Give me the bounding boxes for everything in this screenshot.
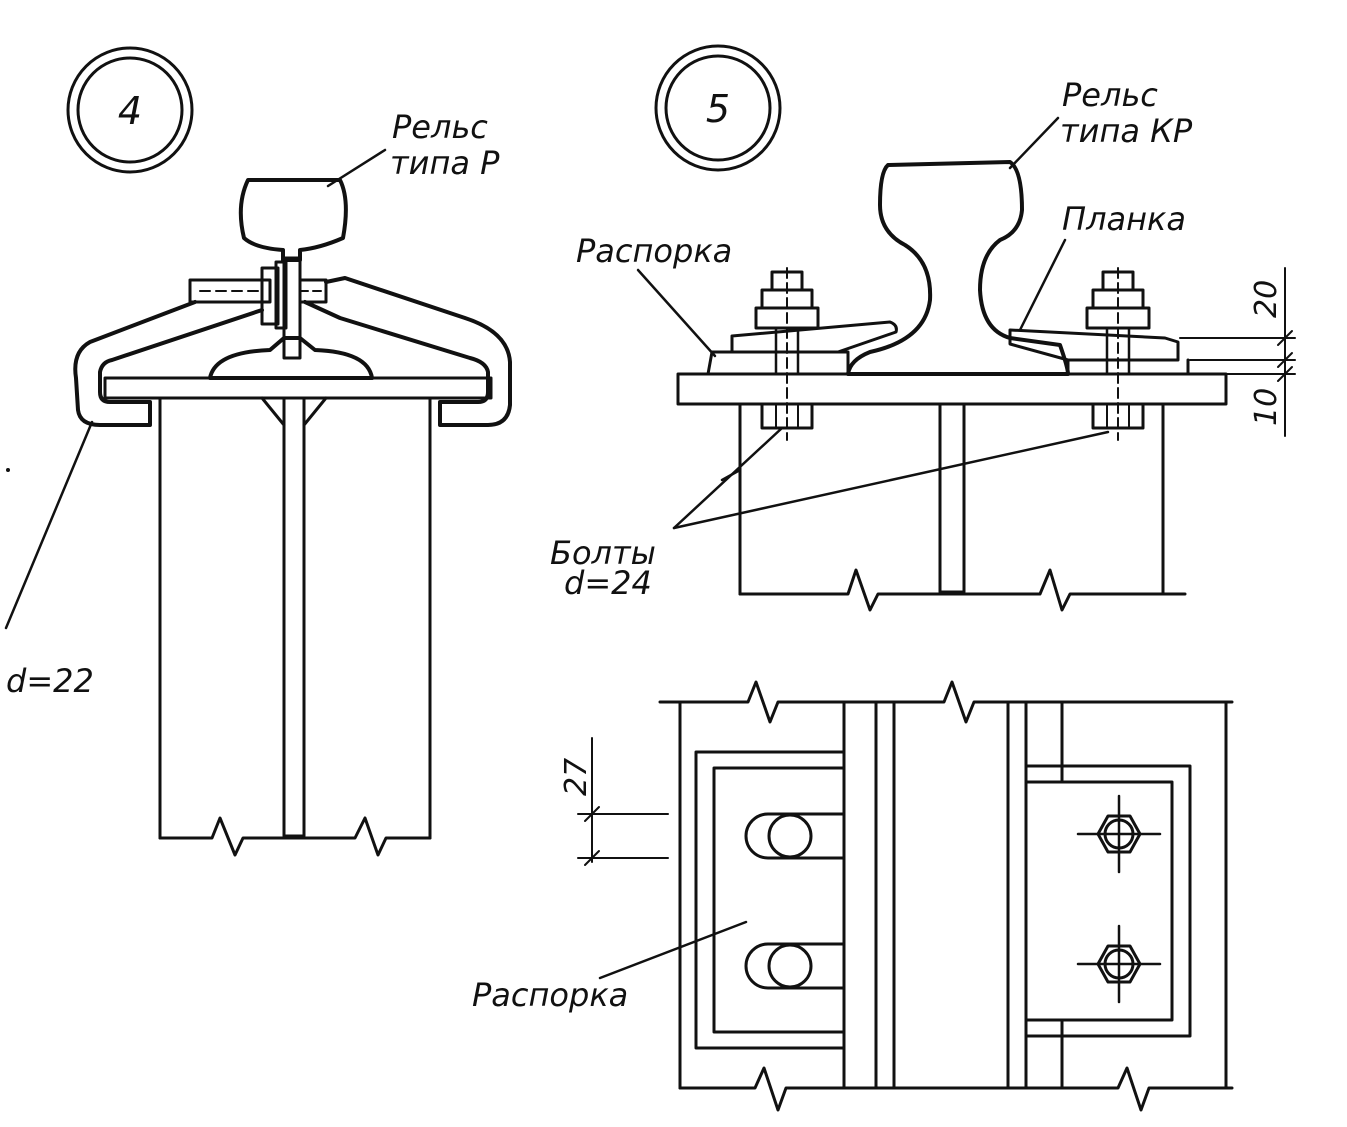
detail-5-dimensions: 20 10: [1179, 267, 1296, 437]
detail-5-plate-label: Планка: [1018, 200, 1186, 332]
detail-5-bolts-label: Болты d=24: [550, 426, 1110, 602]
spacer-label-plan: Распорка: [472, 976, 628, 1014]
rail-type-kr-label-2: типа КР: [1060, 112, 1193, 150]
kr-column: [738, 402, 1187, 612]
bolts-label-1: Болты: [550, 534, 656, 572]
kr-flange-plate: [676, 372, 1228, 406]
plan-spacer-inner: [712, 766, 846, 1034]
dim-10-label: 10: [1249, 388, 1284, 426]
column: [158, 396, 432, 857]
rail-type-p-label-2: типа Р: [390, 144, 500, 182]
plan-bolt-top: [1076, 794, 1162, 874]
dim-27-label: 27: [559, 758, 594, 796]
wedge-left: [730, 320, 898, 354]
rail-type-kr-label-1: Рельс: [1062, 76, 1158, 114]
rail-type-p-label-1: Рельс: [392, 108, 488, 146]
flange-plate: [103, 376, 493, 400]
spacer-label-top: Распорка: [576, 232, 732, 270]
bolt-right: [1085, 267, 1151, 441]
clamp-bolt: [188, 260, 328, 330]
detail-4-number-badge: 4: [66, 46, 194, 174]
plate-right: [1008, 328, 1180, 362]
clamp-right-bracket: [303, 276, 512, 427]
plan-plate-inner: [1024, 780, 1174, 1022]
plan-spacer-label: Распорка: [472, 920, 748, 1014]
detail-5: 5: [550, 44, 1296, 612]
rail-p-web: [282, 256, 302, 360]
detail-5-rail-label: Рельс типа КР: [1008, 76, 1193, 170]
clamp-left-bracket: [73, 300, 264, 427]
detail-4-bolt-label: d=22: [4, 420, 94, 700]
plate-label: Планка: [1062, 200, 1186, 238]
plan-slot-bottom: [744, 942, 846, 990]
plan-dimension-27: 27: [559, 737, 669, 866]
plan-slot-top: [744, 812, 846, 860]
rail-p-foot: [208, 336, 374, 380]
detail-4-number: 4: [118, 89, 142, 133]
rail-p-head: [238, 178, 348, 262]
detail-5-number-badge: 5: [654, 44, 782, 172]
plan-bolt-bottom: [1076, 924, 1162, 1004]
detail-5-spacer-label: Распорка: [576, 232, 732, 358]
plan-spacer-outer: [694, 750, 846, 1050]
bolt-d22-label: d=22: [6, 662, 94, 700]
bolts-label-2: d=24: [564, 564, 652, 602]
spacer-left: [706, 350, 850, 376]
detail-4-rail-label: Рельс типа Р: [326, 108, 500, 188]
rail-kr: [846, 160, 1070, 376]
detail-4: 4 Рельс: [4, 46, 512, 857]
plan-plate-outer: [1024, 764, 1192, 1038]
bolt-left: [754, 267, 820, 441]
plan-view: 27 Распорка: [472, 680, 1234, 1112]
detail-5-number: 5: [706, 87, 730, 131]
dim-20-label: 20: [1249, 280, 1284, 318]
